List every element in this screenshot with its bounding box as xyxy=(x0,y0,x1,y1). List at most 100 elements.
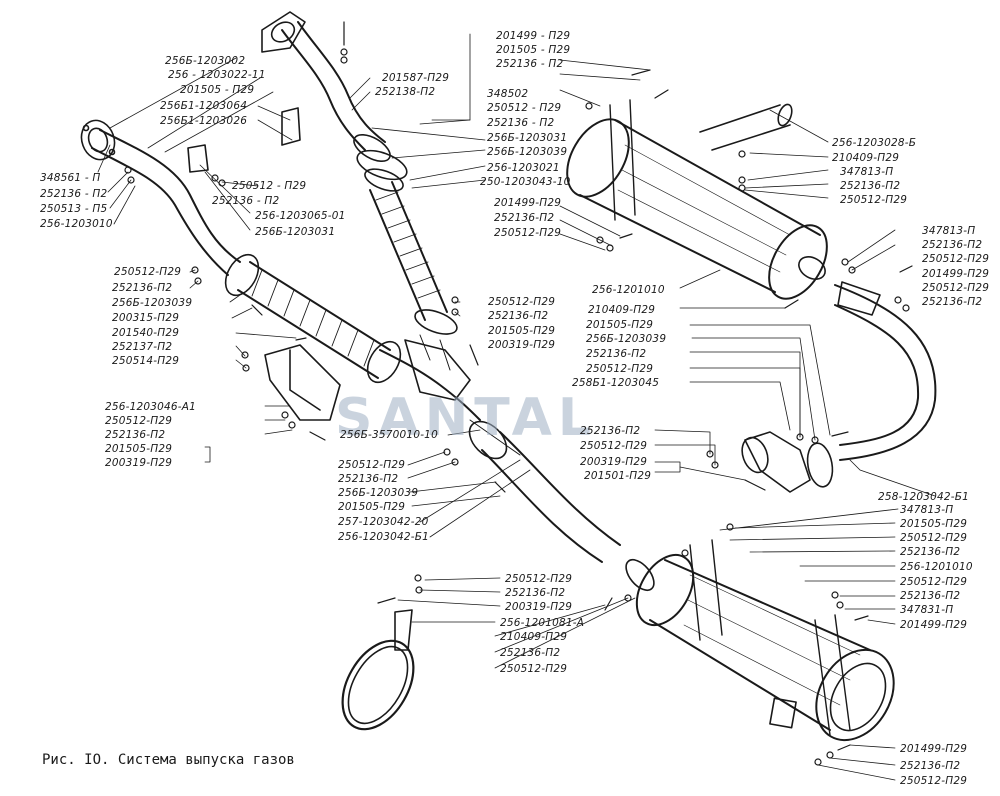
part-label: 210409-П29 xyxy=(832,152,900,164)
part-label: 347813-П xyxy=(840,166,894,178)
y-junction xyxy=(379,334,508,460)
part-label: 347813-П xyxy=(900,504,954,516)
part-label: 200315-П29 xyxy=(112,312,180,324)
part-label: 256-1203021 xyxy=(487,162,560,174)
part-label: 201505-П29 xyxy=(900,518,968,530)
part-label: 258Б1-1203045 xyxy=(572,377,660,389)
part-label: 348561 - П xyxy=(40,172,101,184)
part-label: 256Б-1203039 xyxy=(112,297,193,309)
part-label: 250512-П29 xyxy=(922,253,990,265)
part-label: 256 - 1203022-11 xyxy=(168,69,266,81)
part-label: 256Б-3570010-10 xyxy=(340,429,438,441)
part-label: 250512-П29 xyxy=(900,532,968,544)
part-label: 256Б-1203031 xyxy=(487,132,568,144)
part-label: 250512-П29 xyxy=(840,194,908,206)
part-label: 201505-П29 xyxy=(338,501,406,513)
lower-muffler xyxy=(625,539,895,742)
part-label: 250512-П29 xyxy=(114,266,182,278)
part-label: 250-1203043-10 xyxy=(480,176,571,188)
part-label: 200319-П29 xyxy=(488,339,556,351)
part-label: 250512-П29 xyxy=(105,415,173,427)
leader-lines xyxy=(97,33,936,781)
part-label: 201587-П29 xyxy=(382,72,450,84)
part-label: 252136-П2 xyxy=(900,590,961,602)
part-label: 200319-П29 xyxy=(105,457,173,469)
part-label: 252136-П2 xyxy=(900,546,961,558)
part-label: 252136-П2 xyxy=(505,587,566,599)
part-label: 250512-П29 xyxy=(505,573,573,585)
part-label: 201505-П29 xyxy=(586,319,654,331)
small-bracket-mid xyxy=(187,144,209,173)
part-label: 250514-П29 xyxy=(112,355,180,367)
part-label: 252137-П2 xyxy=(112,341,173,353)
part-label: 256-1203010 xyxy=(40,218,113,230)
part-label: 210409-П29 xyxy=(500,631,568,643)
part-label: 201540-П29 xyxy=(112,327,180,339)
part-label: 252136-П2 xyxy=(580,425,641,437)
part-label: 252136-П2 xyxy=(105,429,166,441)
part-label: 256Б1-1203064 xyxy=(160,100,248,112)
part-label: 256Б-1203002 xyxy=(165,55,246,67)
part-label: 250512-П29 xyxy=(586,363,654,375)
part-label: 250512 - П29 xyxy=(487,102,562,114)
support-bracket xyxy=(264,344,341,421)
part-label: 201499-П29 xyxy=(494,197,562,209)
part-label: 252136-П2 xyxy=(840,180,901,192)
part-label: 250512-П29 xyxy=(494,227,562,239)
part-label: 256Б-1203039 xyxy=(586,333,667,345)
part-label: 256-1203046-А1 xyxy=(105,401,197,413)
part-label: 256Б1-1203026 xyxy=(160,115,248,127)
part-label: 201501-П29 xyxy=(584,470,652,482)
loose-clamp xyxy=(341,609,415,731)
part-label: 256-1201010 xyxy=(592,284,665,296)
part-label: 250512-П29 xyxy=(922,282,990,294)
part-label: 252136-П2 xyxy=(500,647,561,659)
part-label: 250512 - П29 xyxy=(232,180,307,192)
part-label: 250512-П29 xyxy=(900,775,968,787)
part-label: 201505-П29 xyxy=(488,325,556,337)
part-label: 250512-П29 xyxy=(500,663,568,675)
part-label: 257-1203042-20 xyxy=(338,516,429,528)
part-label: 256-1203042-Б1 xyxy=(338,531,430,543)
right-intake-pipe xyxy=(261,11,391,163)
main-pipe xyxy=(469,419,621,563)
part-label: 250513 - П5 xyxy=(40,203,108,215)
part-label: 252136 - П2 xyxy=(212,195,280,207)
figure-caption: Рис. IO. Система выпуска газов xyxy=(42,752,295,768)
part-label: 347813-П xyxy=(922,225,976,237)
left-flex-hose xyxy=(224,253,402,384)
part-label: 201505 - П29 xyxy=(180,84,255,96)
part-label: 256Б-1203039 xyxy=(487,146,568,158)
part-label: 252136 - П2 xyxy=(487,117,555,129)
part-label: 256-1201081-А xyxy=(500,617,585,629)
part-label: 201499-П29 xyxy=(922,268,990,280)
part-label: 201499 - П29 xyxy=(496,30,571,42)
part-label: 250512-П29 xyxy=(338,459,406,471)
right-flex-hose xyxy=(356,149,458,335)
part-label: 250512-П29 xyxy=(900,576,968,588)
part-label: 252136-П2 xyxy=(488,310,549,322)
part-label: 201499-П29 xyxy=(900,619,968,631)
part-label: 252136-П2 xyxy=(338,473,399,485)
part-label: 256-1201010 xyxy=(900,561,973,573)
part-label: 252136-П2 xyxy=(900,760,961,772)
part-label: 250512-П29 xyxy=(580,440,648,452)
part-label: 252136 - П2 xyxy=(496,58,564,70)
part-label: 256-1203065-01 xyxy=(255,210,346,222)
watermark: SANTAL xyxy=(335,388,598,448)
part-label: 256Б-1203031 xyxy=(255,226,336,238)
tailpipe-loop xyxy=(741,281,937,493)
part-label: 201499-П29 xyxy=(900,743,968,755)
part-label: 347831-П xyxy=(900,604,954,616)
part-label: 252136-П2 xyxy=(922,239,983,251)
part-label: 210409-П29 xyxy=(588,304,656,316)
part-label: 252136 - П2 xyxy=(40,188,108,200)
part-label: 201505-П29 xyxy=(105,443,173,455)
part-label: 256-1203028-Б xyxy=(832,137,917,149)
part-label: 348502 xyxy=(487,88,529,100)
part-label: 200319-П29 xyxy=(580,456,648,468)
part-label: 201505 - П29 xyxy=(496,44,571,56)
part-label: 258-1203042-Б1 xyxy=(878,491,970,503)
part-label: 200319-П29 xyxy=(505,601,573,613)
